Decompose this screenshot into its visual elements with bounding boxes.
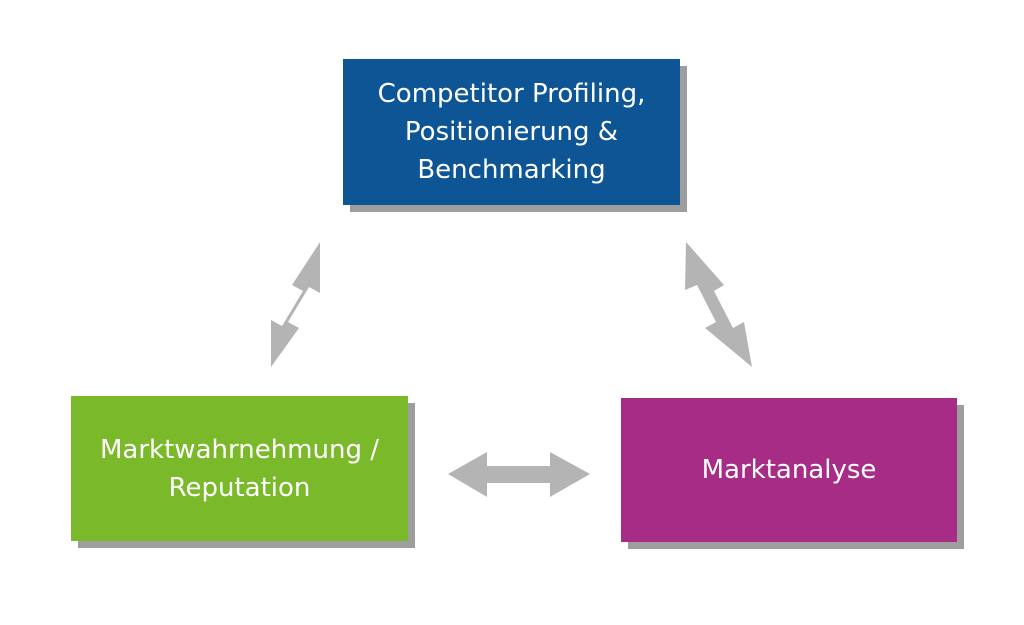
node-marktwahrnehmung: Marktwahrnehmung / Reputation xyxy=(71,396,408,541)
node-label: Competitor Profiling, Positionierung & B… xyxy=(378,75,646,189)
node-label-line: Reputation xyxy=(168,472,311,503)
node-label-line: Marktanalyse xyxy=(701,455,877,485)
node-label: Marktwahrnehmung / Reputation xyxy=(100,431,379,507)
node-label-line: Benchmarking xyxy=(417,155,606,185)
node-label: Marktanalyse xyxy=(702,451,877,489)
arrow-top-right xyxy=(685,242,752,367)
node-competitor-profiling: Competitor Profiling, Positionierung & B… xyxy=(343,59,680,205)
arrow-left-top xyxy=(271,242,320,367)
node-label-line: Competitor Profiling, xyxy=(377,79,646,109)
node-label-line: Positionierung & xyxy=(404,117,619,147)
node-marktanalyse: Marktanalyse xyxy=(621,398,957,542)
arrow-left-right xyxy=(448,452,590,497)
node-label-line: Marktwahrnehmung / xyxy=(100,434,379,465)
